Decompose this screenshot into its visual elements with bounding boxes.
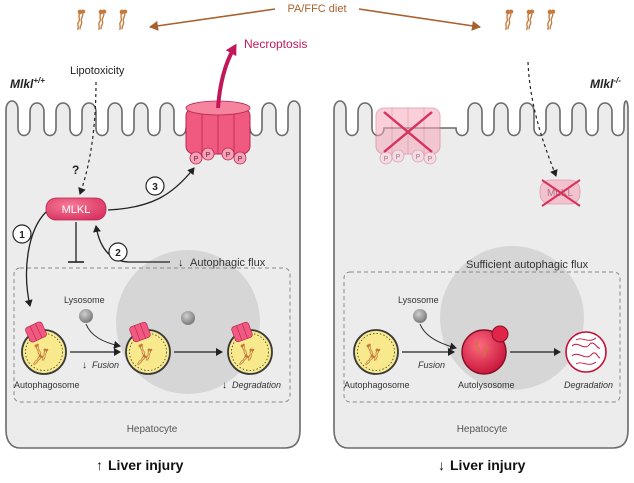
step3-number: 3: [152, 182, 158, 193]
hepatocyte-wt: [5, 100, 301, 449]
autophagic-flux-right: Sufficient autophagic flux: [466, 259, 589, 271]
lysosome-left-1: [79, 309, 93, 323]
degradation-down-arrow: ↓: [222, 380, 227, 391]
mlkl-label-left: MLKL: [62, 204, 91, 216]
down-arrow-flux: ↓: [178, 257, 184, 269]
lysosome-path-right: [419, 323, 457, 351]
necroptosis-arrow: [216, 43, 237, 109]
diet-label: PA/FFC diet: [287, 3, 346, 15]
step1-badge: [12, 224, 32, 244]
autolysosome: [461, 325, 509, 375]
step2-number: 2: [115, 248, 121, 259]
p-label: P: [206, 152, 211, 159]
phospho-groups-left: P P P P: [189, 147, 247, 165]
mlkl-node-left: [45, 197, 107, 221]
lysosome-left-2: [181, 311, 195, 325]
lipid-cluster-right: [502, 8, 557, 32]
p-label: P: [428, 156, 433, 163]
autolysosome-label: Autolysosome: [458, 380, 515, 390]
genotype-wt: Mlkl+/+: [10, 76, 45, 91]
mlkl-pore-left: [185, 100, 251, 155]
fusion-label-right: Fusion: [418, 360, 445, 370]
lysosome-label-left: Lysosome: [64, 295, 105, 305]
hepatocyte-ko: [333, 100, 629, 449]
step3-badge: [145, 176, 165, 196]
p-label: P: [238, 156, 243, 163]
outcome-left: Liver injury: [108, 457, 184, 473]
p-label: P: [384, 156, 389, 163]
question-mark: ?: [72, 163, 79, 177]
autophagosome-right: [354, 330, 398, 374]
cross-icon-pore: [383, 111, 433, 153]
p-label: P: [226, 152, 231, 159]
hepatocyte-label-left: Hepatocyte: [127, 424, 178, 435]
arrow-step3: [107, 167, 195, 211]
autophagic-flux-left: Autophagic flux: [190, 257, 266, 269]
degradation-label-left: Degradation: [232, 380, 281, 390]
lysosome-right: [413, 309, 427, 323]
lipid-cluster-left: [74, 8, 129, 32]
lipotoxicity-label: Lipotoxicity: [70, 65, 125, 77]
down-arrow-icon: ↓: [438, 457, 445, 473]
necroptosis-label: Necroptosis: [244, 37, 307, 51]
p-label: P: [396, 154, 401, 161]
lysosome-label-right: Lysosome: [398, 295, 439, 305]
degradation-label-right: Degradation: [564, 380, 613, 390]
autophagy-box-left: [13, 267, 291, 403]
mlkl-on-autophagosome-3: [231, 321, 253, 343]
lysosome-path: [85, 323, 121, 349]
genotype-ko: Mlkl-/-: [590, 76, 621, 91]
mlkl-on-autophagosome-1: [25, 321, 47, 343]
fusion-label-left: Fusion: [92, 360, 119, 370]
p-label: P: [194, 156, 199, 163]
autophagosome-label-right: Autophagosome: [344, 380, 410, 390]
lipotoxicity-arrow: [78, 81, 97, 195]
diet-arrow-right: [358, 8, 481, 31]
autophagosome-label-left: Autophagosome: [14, 380, 80, 390]
cross-icon-mlkl: [541, 179, 581, 207]
autophagy-box-right: [343, 271, 621, 403]
fusion-down-arrow: ↓: [82, 360, 87, 371]
hepatocyte-label-right: Hepatocyte: [457, 424, 508, 435]
lipotoxicity-arrow-right: [527, 61, 558, 177]
p-label: P: [416, 154, 421, 161]
degraded-vesicle: [565, 331, 607, 373]
up-arrow-icon: ↑: [96, 457, 103, 473]
arrow-step1: [24, 211, 47, 307]
diet-arrow-left: [149, 8, 276, 31]
outcome-right: Liver injury: [450, 457, 526, 473]
step2-badge: [108, 242, 128, 262]
mlkl-on-autophagosome-2: [129, 321, 151, 343]
step1-number: 1: [19, 230, 25, 241]
